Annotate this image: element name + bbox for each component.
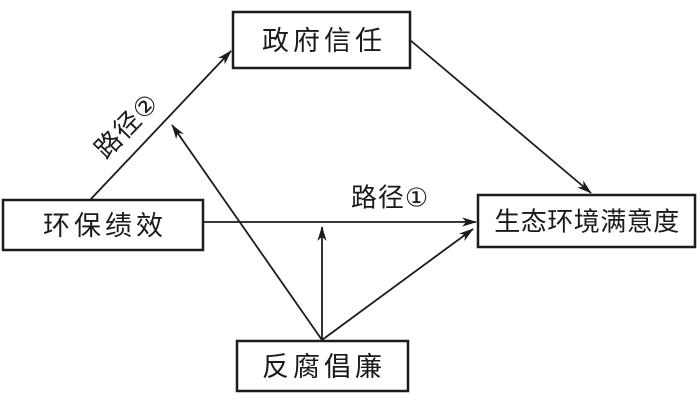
- arrow-anticorr-to-path2-line: [171, 124, 323, 341]
- arrow-envperf-to-govtrust: [89, 50, 232, 201]
- node-eco-satisfaction-label: 生态环境满意度: [494, 208, 680, 237]
- path1-label: 路径①: [351, 184, 429, 213]
- path2-label: 路径②: [89, 88, 164, 164]
- arrow-govtrust-to-ecosat: [409, 39, 592, 194]
- node-government-trust-label: 政府信任: [262, 26, 386, 56]
- node-government-trust-box: [231, 10, 412, 70]
- node-anti-corruption-box: [235, 339, 410, 393]
- node-env-performance-label: 环保绩效: [43, 211, 167, 241]
- node-eco-satisfaction-box: [476, 193, 697, 249]
- node-anti-corruption-label: 反腐倡廉: [262, 352, 386, 382]
- arrow-anticorr-to-ecosat: [321, 228, 474, 341]
- node-env-performance-box: [1, 198, 205, 252]
